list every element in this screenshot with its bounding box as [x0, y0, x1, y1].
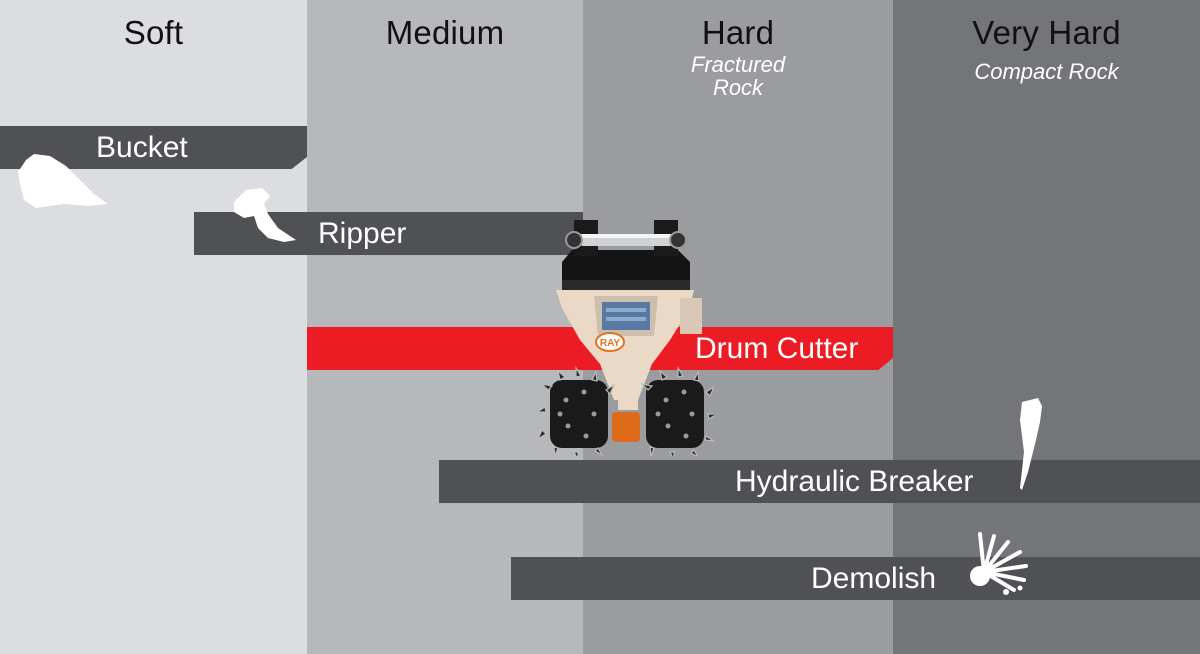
column-soft: Soft	[0, 0, 307, 654]
bucket-label: Bucket	[96, 130, 188, 164]
ray-logo: RAY	[600, 338, 621, 349]
demolish-label: Demolish	[811, 561, 937, 595]
hydraulic-breaker-label: Hydraulic Breaker	[735, 464, 974, 498]
drum-cutter-product-image: RAY	[538, 220, 714, 456]
ripper-icon	[234, 188, 296, 242]
column-title-very-hard: Very Hard	[972, 14, 1121, 51]
demolish-bar: Demolish	[511, 557, 1200, 600]
hydraulic-breaker-bar: Hydraulic Breaker	[439, 460, 1200, 503]
drum-cutter-label: Drum Cutter	[695, 331, 859, 365]
column-subtitle-very-hard: Compact Rock	[974, 59, 1119, 84]
hydraulic-breaker-icon	[1020, 398, 1042, 490]
demolish-explosion-icon	[970, 532, 1028, 595]
bucket-icon	[18, 154, 108, 208]
column-title-hard: Hard	[701, 14, 775, 51]
column-title-soft: Soft	[123, 14, 184, 51]
column-subtitle-hard: Fractured Rock	[690, 52, 786, 100]
ripper-label: Ripper	[318, 216, 407, 250]
column-title-medium: Medium	[385, 14, 505, 51]
column-very-hard: Very Hard Compact Rock	[893, 0, 1200, 654]
